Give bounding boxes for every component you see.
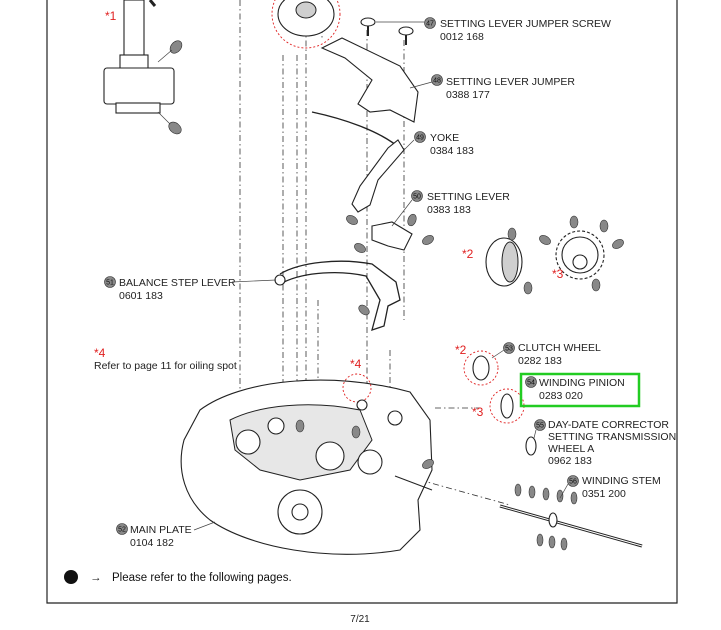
yoke-spring <box>311 111 403 151</box>
part-name: WINDING PINION <box>539 377 625 389</box>
star-marker: *2 <box>455 343 467 357</box>
winding-pinion-part <box>489 388 525 424</box>
part-code: 0962 183 <box>548 455 592 467</box>
day-date-corrector-part <box>525 436 537 456</box>
part-code: 0282 183 <box>518 355 562 367</box>
part-name: BALANCE STEP LEVER <box>119 277 236 289</box>
part-number: 49 <box>416 135 424 142</box>
part-number: 55 <box>536 423 544 430</box>
part-code: 0601 183 <box>119 290 163 302</box>
star-marker: *3 <box>472 405 484 419</box>
part-number: 53 <box>505 346 513 353</box>
part-name: MAIN PLATE <box>130 524 192 536</box>
star-marker: *2 <box>462 247 474 261</box>
part-name: DAY-DATE CORRECTOR <box>548 419 669 431</box>
part-number: 47 <box>426 21 434 28</box>
part-code: 0012 168 <box>440 31 484 43</box>
highlight-box <box>519 372 641 408</box>
assembly-guide-lines <box>239 0 511 506</box>
legend-text: Please refer to the following pages. <box>112 572 292 584</box>
part-code: 0388 177 <box>446 89 490 101</box>
part-name-line2: SETTING TRANSMISSION <box>548 431 676 443</box>
part-name: CLUTCH WHEEL <box>518 342 601 354</box>
page-number: 7/21 <box>350 614 370 625</box>
part-name: YOKE <box>430 132 459 144</box>
clutch-wheel-part <box>463 350 499 386</box>
winding-crown-part <box>103 0 183 135</box>
star-marker: *4 <box>350 357 362 371</box>
note-marker: *4 <box>94 346 106 360</box>
star-marker: *3 <box>552 267 564 281</box>
balance-step-lever-part <box>279 260 401 331</box>
oiling-marks <box>346 213 434 316</box>
page-frame <box>46 0 678 604</box>
part-code: 0384 183 <box>430 145 474 157</box>
part-name: SETTING LEVER JUMPER SCREW <box>440 18 611 30</box>
yoke-part <box>351 139 405 213</box>
star-marker: *1 <box>105 9 117 23</box>
oil-dot-icon <box>64 570 78 584</box>
part-number: 51 <box>106 280 114 287</box>
wheel-star3 <box>539 215 624 292</box>
part-number: 54 <box>527 380 535 387</box>
part-code: 0351 200 <box>582 488 626 500</box>
part-code: 0383 183 <box>427 204 471 216</box>
setting-lever-jumper-part <box>320 37 419 123</box>
part-name: SETTING LEVER JUMPER <box>446 76 575 88</box>
legend-arrow: → <box>90 572 102 584</box>
part-code: 0104 182 <box>130 537 174 549</box>
part-name: SETTING LEVER <box>427 191 510 203</box>
setting-lever-part <box>371 221 413 251</box>
part-name-line3: WHEEL A <box>548 443 594 455</box>
part-number: 56 <box>569 479 577 486</box>
jumper-screws <box>360 17 414 45</box>
part-number: 48 <box>433 78 441 85</box>
oiling-note: Refer to page 11 for oiling spot <box>94 360 237 372</box>
top-wheel <box>271 0 341 49</box>
part-number: 50 <box>413 194 421 201</box>
main-plate-part <box>180 373 434 555</box>
part-code: 0283 020 <box>539 390 583 402</box>
part-number: 52 <box>118 527 126 534</box>
wheel-star2 <box>485 227 533 295</box>
part-name: WINDING STEM <box>582 475 661 487</box>
winding-stem-part <box>499 483 643 551</box>
